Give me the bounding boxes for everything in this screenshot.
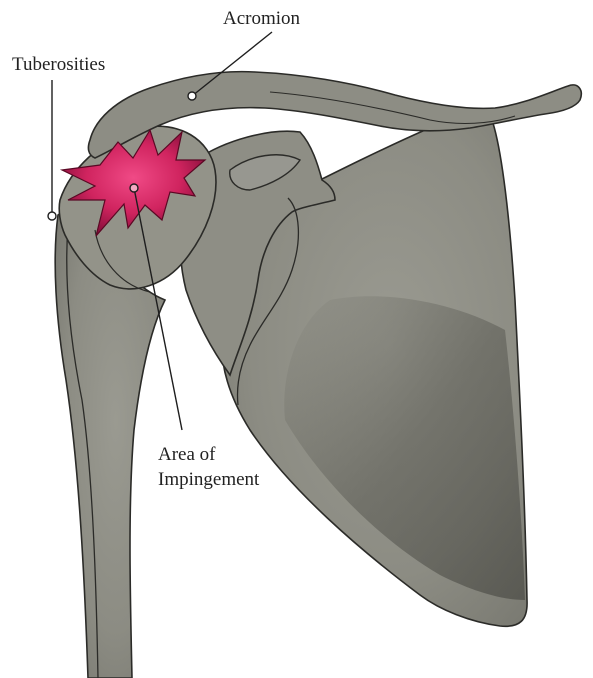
acromion-label: Acromion	[223, 8, 300, 30]
tuberosities-marker	[48, 212, 56, 220]
tuberosities-label: Tuberosities	[12, 54, 105, 76]
impingement-label-line1: Area of	[158, 444, 216, 466]
impingement-label-line2: Impingement	[158, 469, 259, 491]
acromion-marker	[188, 92, 196, 100]
impingement-marker	[130, 184, 138, 192]
